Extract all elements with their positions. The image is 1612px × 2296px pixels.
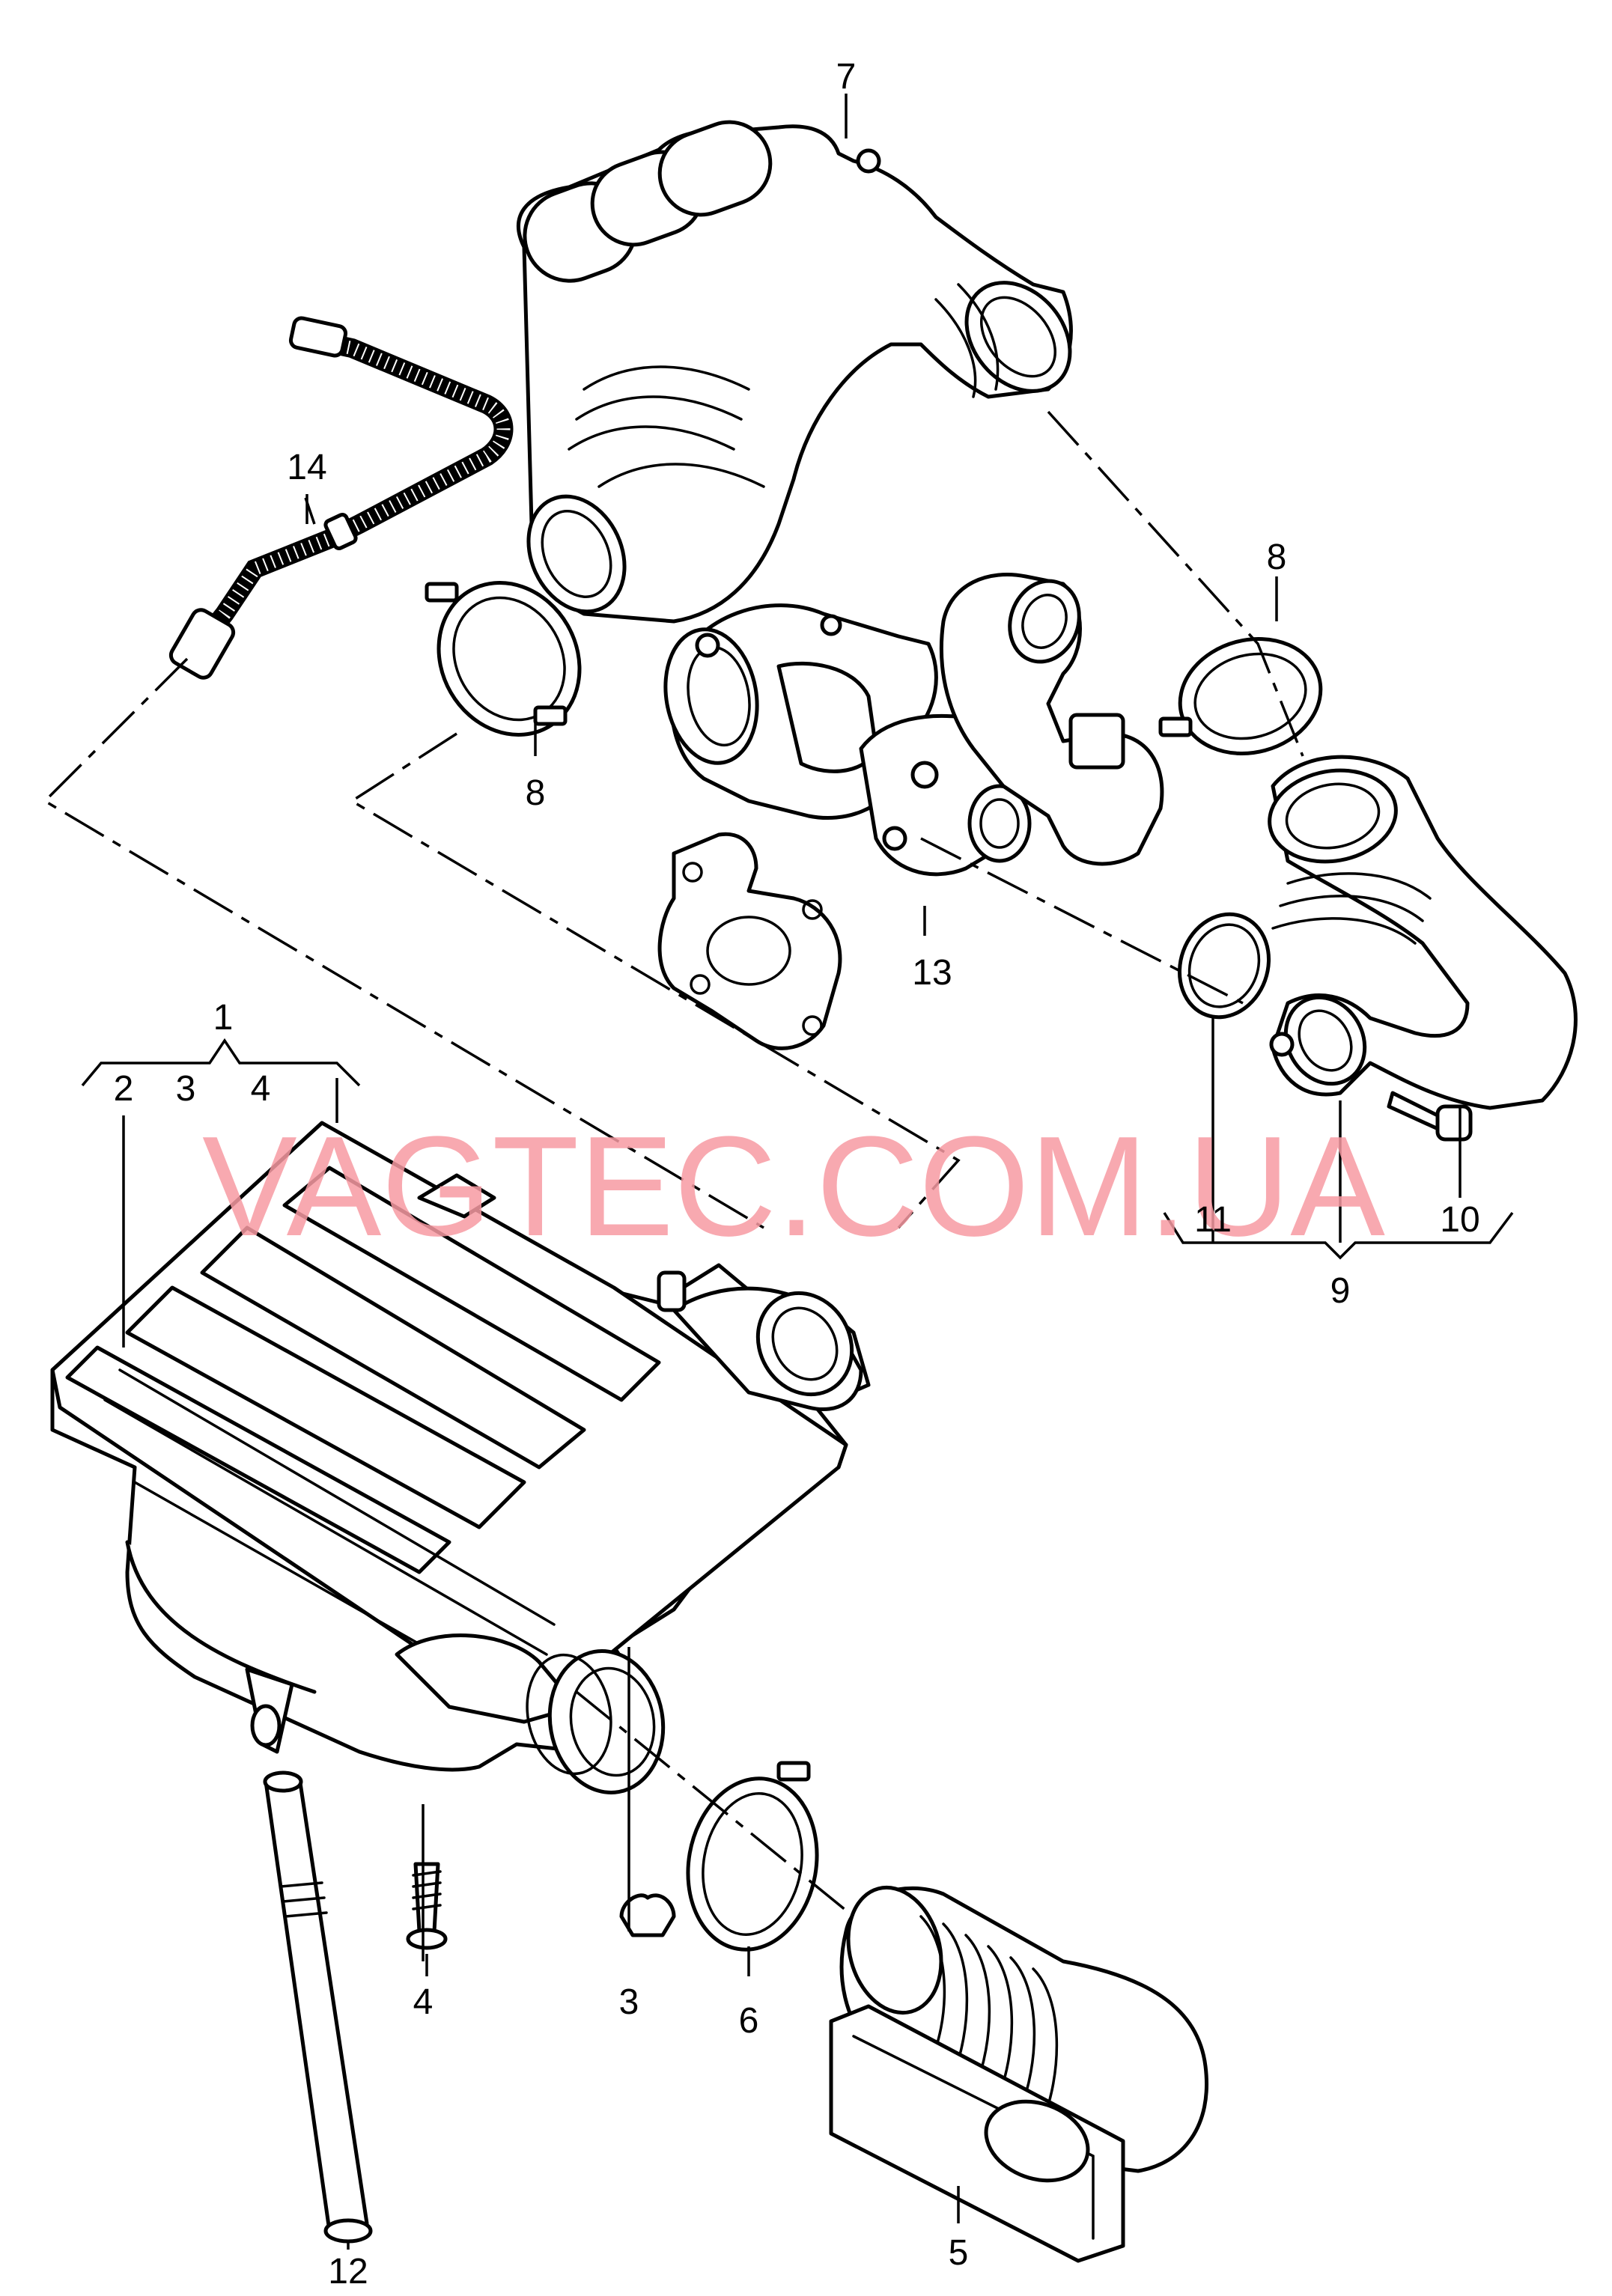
callout-12: 12	[328, 2252, 368, 2292]
callout-3: 3	[619, 1982, 639, 2022]
elbow-hose-right	[1268, 755, 1578, 1110]
callout-4-group: 4	[251, 1069, 271, 1109]
callout-10: 10	[1440, 1200, 1479, 1240]
callout-2: 2	[114, 1069, 134, 1109]
callout-13: 13	[912, 953, 952, 993]
hose-clamp-lower	[686, 1761, 819, 1952]
intake-duct-upper	[517, 120, 1073, 624]
air-filter-housing	[50, 1121, 871, 1794]
dash-line-hose-14	[43, 657, 764, 1229]
drain-tube	[250, 1704, 373, 2244]
dash-line-lower	[575, 1690, 855, 1918]
screw-10	[1387, 1091, 1473, 1142]
callout-numbers: 1 2 3 4 7 14 8 8 13 11 10 9 4 3 6 5 12	[114, 57, 1480, 2292]
callout-11: 11	[1194, 1200, 1232, 1240]
callout-3-group: 3	[176, 1069, 196, 1109]
callout-9: 9	[1330, 1271, 1351, 1311]
callout-7: 7	[836, 57, 857, 97]
dash-line-clamp-8	[349, 732, 961, 1229]
dash-line-duct-right	[1047, 410, 1304, 757]
hose-clamp-left	[425, 581, 582, 737]
rubber-grommet	[619, 1893, 676, 1937]
callout-5: 5	[949, 2233, 969, 2273]
watermark: VAGTEC.COM.UA	[202, 1107, 1385, 1266]
callout-8-right: 8	[1267, 538, 1287, 577]
throttle-body	[657, 573, 1164, 1050]
screw-4	[406, 1862, 448, 1950]
o-ring	[1177, 912, 1271, 1020]
hose-clamp-right	[1158, 636, 1323, 756]
callout-6: 6	[739, 2001, 759, 2041]
callout-1: 1	[213, 998, 234, 1038]
intake-hose-lower	[829, 1885, 1208, 2263]
leader-lines	[81, 94, 1514, 2250]
callout-14: 14	[287, 448, 326, 487]
dash-line-throttle	[920, 837, 1244, 1005]
callout-8-left: 8	[526, 773, 546, 813]
callout-4: 4	[413, 1982, 434, 2022]
